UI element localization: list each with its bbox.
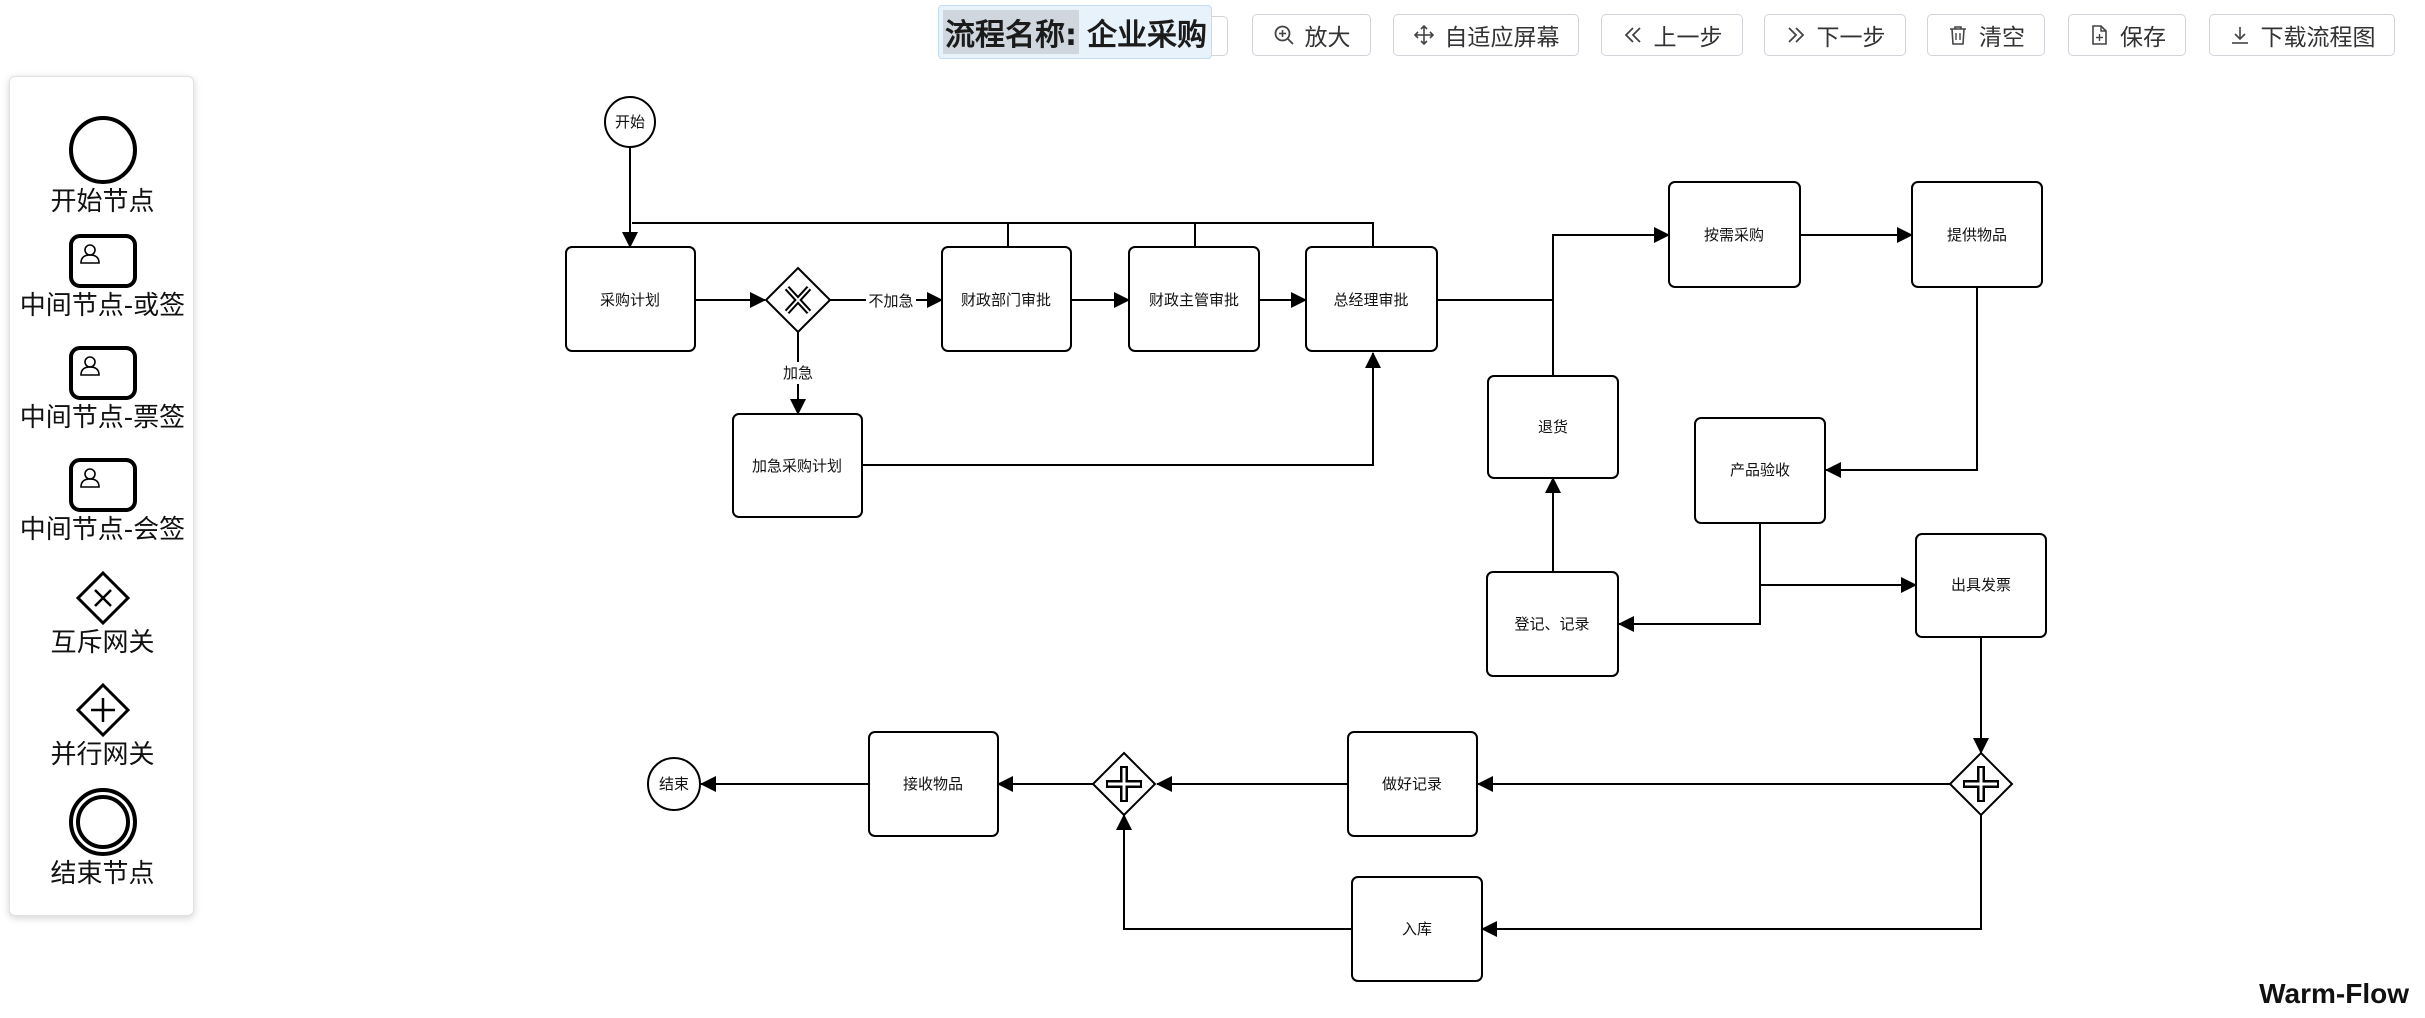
- undo-label: 上一步: [1653, 25, 1723, 51]
- zoom-in-button[interactable]: 放大: [1252, 14, 1371, 56]
- palette-vote-sign-label: 中间节点-票签: [19, 403, 186, 433]
- redo-button[interactable]: 下一步: [1764, 14, 1906, 56]
- move-icon: [1413, 24, 1435, 46]
- double-right-icon: [1785, 24, 1807, 46]
- download-icon: [2229, 24, 2251, 46]
- zoom-in-icon: [1273, 24, 1295, 46]
- process-name-field[interactable]: 流程名称: 企业采购: [938, 5, 1212, 59]
- node-urgent-plan[interactable]: [732, 413, 863, 518]
- node-finance-head[interactable]: [1128, 246, 1260, 352]
- end-node-icon: [68, 788, 137, 856]
- user-task-icon: [68, 346, 137, 400]
- start-node-label: 开始: [615, 113, 645, 131]
- parallel-gateway-join[interactable]: [1091, 751, 1157, 817]
- label-buy-on-demand: 按需采购: [1704, 226, 1764, 244]
- exclusive-gateway[interactable]: [764, 266, 832, 334]
- palette-start-node[interactable]: 开始节点: [10, 115, 195, 217]
- save-label: 保存: [2120, 25, 2166, 51]
- start-node-icon: [68, 116, 137, 184]
- node-finance-dept[interactable]: [941, 246, 1072, 352]
- process-name-label: 流程名称:: [943, 10, 1079, 54]
- palette-or-sign-label: 中间节点-或签: [19, 291, 186, 321]
- palette-end-label: 结束节点: [50, 859, 155, 889]
- hidden-button[interactable]: [1200, 16, 1228, 56]
- palette-or-sign[interactable]: 中间节点-或签: [10, 233, 195, 321]
- label-make-record: 做好记录: [1382, 775, 1442, 793]
- node-gm-approval[interactable]: [1305, 246, 1438, 352]
- process-name-value: 企业采购: [1087, 18, 1207, 53]
- trash-icon: [1947, 24, 1969, 46]
- label-provide-goods: 提供物品: [1947, 226, 2007, 244]
- clear-button[interactable]: 清空: [1927, 14, 2045, 56]
- toolbar: 流程名称: 企业采购 放大 自适应屏幕 上一步 下一步 清空 保存: [0, 0, 2425, 70]
- node-return[interactable]: [1487, 375, 1619, 479]
- label-invoice: 出具发票: [1951, 576, 2011, 594]
- fit-screen-button[interactable]: 自适应屏幕: [1393, 14, 1579, 56]
- clear-label: 清空: [1979, 25, 2025, 51]
- zoom-in-label: 放大: [1304, 25, 1351, 51]
- node-product-accept[interactable]: [1694, 417, 1826, 524]
- edge-label-not-urgent: 不加急: [868, 292, 913, 310]
- user-task-icon: [68, 234, 137, 288]
- node-make-record[interactable]: [1347, 731, 1478, 837]
- double-left-icon: [1622, 24, 1644, 46]
- file-save-icon: [2088, 24, 2110, 46]
- label-return: 退货: [1538, 418, 1568, 436]
- label-receive-goods: 接收物品: [903, 775, 963, 793]
- download-label: 下载流程图: [2260, 25, 2376, 51]
- edge-gm-to-buy: [1437, 227, 1670, 301]
- download-button[interactable]: 下载流程图: [2209, 14, 2395, 56]
- fit-screen-label: 自适应屏幕: [1444, 25, 1560, 51]
- exclusive-gateway-icon: [75, 570, 130, 626]
- palette-countersign[interactable]: 中间节点-会签: [10, 457, 195, 545]
- label-gm-approval: 总经理审批: [1333, 291, 1408, 309]
- edge-urgent-to-gm: [862, 352, 1381, 466]
- label-finance-dept: 财政部门审批: [961, 291, 1051, 309]
- edge-warehouse-to-join: [1116, 814, 1352, 930]
- palette-countersign-label: 中间节点-会签: [19, 515, 186, 545]
- node-register[interactable]: [1486, 571, 1619, 677]
- label-product-accept: 产品验收: [1730, 461, 1790, 479]
- parallel-gateway-split[interactable]: [1948, 751, 2014, 817]
- user-task-icon: [68, 458, 137, 512]
- edge-parallel-to-warehouse: [1481, 815, 1982, 937]
- node-buy-on-demand[interactable]: [1668, 181, 1801, 288]
- palette-parallel-gateway[interactable]: 并行网关: [10, 682, 195, 770]
- node-provide-goods[interactable]: [1911, 181, 2043, 288]
- parallel-gateway-icon: [75, 682, 130, 738]
- label-warehouse: 入库: [1402, 920, 1432, 938]
- redo-label: 下一步: [1816, 25, 1886, 51]
- edge-top-loop: [632, 222, 1374, 247]
- palette-end-node[interactable]: 结束节点: [10, 787, 195, 889]
- label-register: 登记、记录: [1514, 615, 1589, 633]
- edge-accept-to-register: [1618, 523, 1761, 632]
- palette-vote-sign[interactable]: 中间节点-票签: [10, 345, 195, 433]
- label-finance-head: 财政主管审批: [1149, 291, 1239, 309]
- brand-logo: Warm-Flow: [2259, 978, 2409, 1009]
- start-node[interactable]: 开始: [604, 96, 656, 148]
- node-receive-goods[interactable]: [868, 731, 999, 837]
- palette-parallel-gateway-label: 并行网关: [50, 740, 155, 770]
- node-invoice[interactable]: [1915, 533, 2047, 638]
- label-urgent-plan: 加急采购计划: [752, 457, 842, 475]
- palette-exclusive-gateway-label: 互斥网关: [50, 628, 155, 658]
- edge-label-urgent: 加急: [783, 364, 813, 382]
- node-palette: 开始节点 中间节点-或签 中间节点-票签 中间节点-会签 互斥网关 并行网关 结…: [9, 76, 194, 916]
- palette-start-label: 开始节点: [50, 187, 155, 217]
- end-node-label: 结束: [659, 775, 689, 793]
- end-node[interactable]: 结束: [647, 757, 701, 811]
- node-warehouse[interactable]: [1351, 876, 1483, 982]
- label-purchase-plan: 采购计划: [600, 291, 660, 309]
- node-purchase-plan[interactable]: [565, 246, 696, 352]
- palette-exclusive-gateway[interactable]: 互斥网关: [10, 570, 195, 658]
- edge-provide-to-accept: [1825, 287, 1978, 478]
- undo-button[interactable]: 上一步: [1601, 14, 1743, 56]
- save-button[interactable]: 保存: [2068, 14, 2186, 56]
